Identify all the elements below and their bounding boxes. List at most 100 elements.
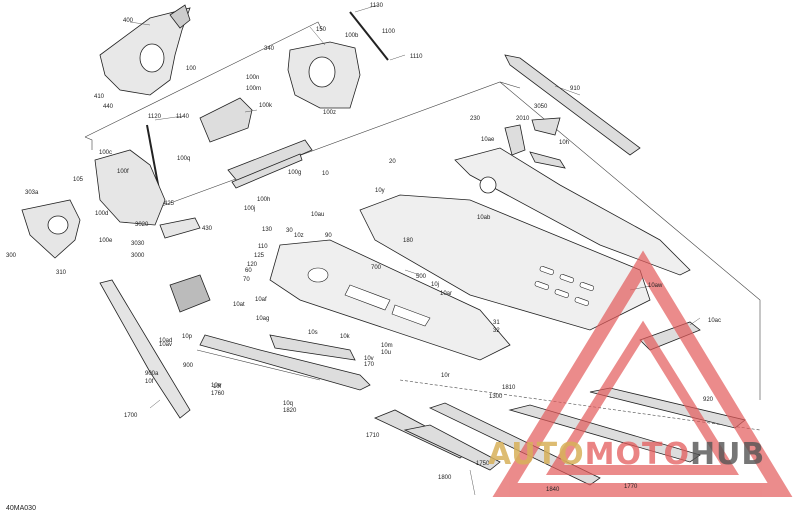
diagram-code: 40MA030 (6, 505, 36, 512)
part-callout-label: 230 (470, 116, 481, 122)
part-callout-label: 2010 (516, 116, 530, 122)
part-callout-label: 3000 (131, 253, 145, 259)
part-callout-label: 1840 (546, 487, 560, 493)
part-callout-label: 10ar (440, 291, 453, 297)
part-callout-label: 130 (262, 227, 273, 233)
part-callout-label: 100c (99, 150, 113, 156)
part-callout-label: 1120 (148, 114, 161, 120)
part-callout-label: 10y (375, 188, 385, 194)
grille-10aq (169, 274, 211, 313)
part-callout-label: 100j (244, 206, 256, 212)
part-callout-label: 1130 (370, 3, 383, 9)
part-callout-label: 70 (243, 277, 250, 283)
front-frame-assembly (99, 4, 191, 96)
bracket-230 (504, 117, 566, 169)
part-callout-label: 430 (202, 226, 213, 232)
part-callout-label: 10av (159, 342, 173, 348)
part-callout-label: 105 (73, 177, 84, 183)
part-callout-label: 10ad (159, 338, 173, 344)
part-callout-label: 3050 (534, 104, 548, 110)
part-callout-label: 150 (316, 27, 327, 33)
part-callout-label: 10ac (708, 318, 722, 324)
part-callout-label: 10u (381, 350, 392, 356)
part-callout-label: 100g (288, 170, 302, 176)
tunnel-cutouts (534, 265, 594, 306)
part-callout-label: 400 (123, 18, 134, 24)
part-callout-label: 310 (56, 270, 67, 276)
part-callout-label: 10j (431, 282, 440, 288)
part-callout-label: 10p (182, 334, 193, 340)
watermark-part-a: AUTO (488, 437, 585, 472)
part-callout-label: 180 (403, 238, 414, 244)
engine-support-assembly (287, 11, 389, 109)
part-callout-label: 120 (247, 262, 258, 268)
tunnel-top (359, 147, 691, 331)
part-callout-label: 90 (325, 233, 332, 239)
steering-column-assembly (21, 124, 201, 259)
rear-rail-910 (504, 54, 641, 156)
part-callout-label: 440 (103, 104, 114, 110)
part-callout-label: 1750 (476, 461, 490, 467)
plate-100k (199, 97, 253, 143)
part-callout-label: 100q (177, 156, 191, 162)
part-callout-label: 10r (441, 373, 450, 379)
part-callout-label: 10f (145, 379, 154, 385)
part-callout-label: 300 (6, 253, 17, 259)
part-callout-label: 10s (308, 330, 318, 336)
part-callout-label: 303a (25, 190, 39, 196)
leader-lines (129, 4, 701, 496)
part-callout-label: 100z (323, 110, 337, 116)
part-callout-label: 100f (117, 169, 129, 175)
part-callout-label: 410 (94, 94, 105, 100)
part-callout-label: 3020 (135, 222, 149, 228)
part-callout-label: 100 (186, 66, 197, 72)
part-callout-label: 900 (183, 363, 194, 369)
watermark-part-b: MOTO (584, 437, 690, 472)
part-callout-label: 1140 (176, 114, 189, 120)
part-callout-label: 10at (233, 302, 245, 308)
part-callout-label: 10 (322, 171, 329, 177)
part-callout-label: 10m (381, 343, 393, 349)
side-panel-cutouts (307, 267, 431, 327)
watermark-text: AUTOMOTOHUB (488, 437, 765, 472)
part-callout-label: 900a (145, 371, 159, 377)
part-callout-label: 100e (99, 238, 113, 244)
part-callout-label: 100m (246, 86, 262, 92)
running-board (199, 334, 371, 391)
part-callout-label: 10q (283, 401, 294, 407)
part-callout-label: 1100 (382, 29, 395, 35)
part-callout-label: 910 (570, 86, 581, 92)
part-callout-label: 10ab (477, 215, 491, 221)
part-callout-label: 110 (258, 244, 268, 250)
part-callout-label: 1800 (438, 475, 452, 481)
part-callout-label: 100b (345, 33, 359, 39)
part-callout-label: 1110 (410, 54, 423, 60)
part-callout-label: 30 (286, 228, 293, 234)
part-callout-label: 32 (493, 328, 500, 334)
part-callout-label: 100h (257, 197, 271, 203)
part-callout-label: 425 (164, 201, 175, 207)
crossbar-100g (227, 139, 313, 189)
part-callout-label: 20 (389, 159, 396, 165)
part-callout-label: 500 (416, 274, 427, 280)
part-callout-label: 100n (246, 75, 260, 81)
part-callout-label: 60 (245, 268, 252, 274)
part-callout-label: 1820 (283, 408, 297, 414)
part-callout-label: 10v (364, 356, 374, 362)
part-callout-label: 10z (294, 233, 304, 239)
part-callout-label: 1700 (124, 413, 138, 419)
part-callout-label: 1770 (624, 484, 638, 490)
part-callout-label: 10f (213, 384, 222, 390)
part-callout-label: 10e (211, 383, 222, 389)
part-callout-label: 920 (703, 397, 714, 403)
part-callout-label: 1300 (489, 394, 503, 400)
left-rail-900 (99, 279, 191, 419)
part-callout-label: 100k (259, 103, 273, 109)
watermark-logo (492, 250, 793, 497)
part-callout-label: 10au (311, 212, 325, 218)
part-callout-label: 10aw (648, 283, 663, 289)
part-callout-label: 170 (364, 362, 375, 368)
part-callout-label: 1760 (211, 391, 225, 397)
part-callout-label: 10af (255, 297, 267, 303)
